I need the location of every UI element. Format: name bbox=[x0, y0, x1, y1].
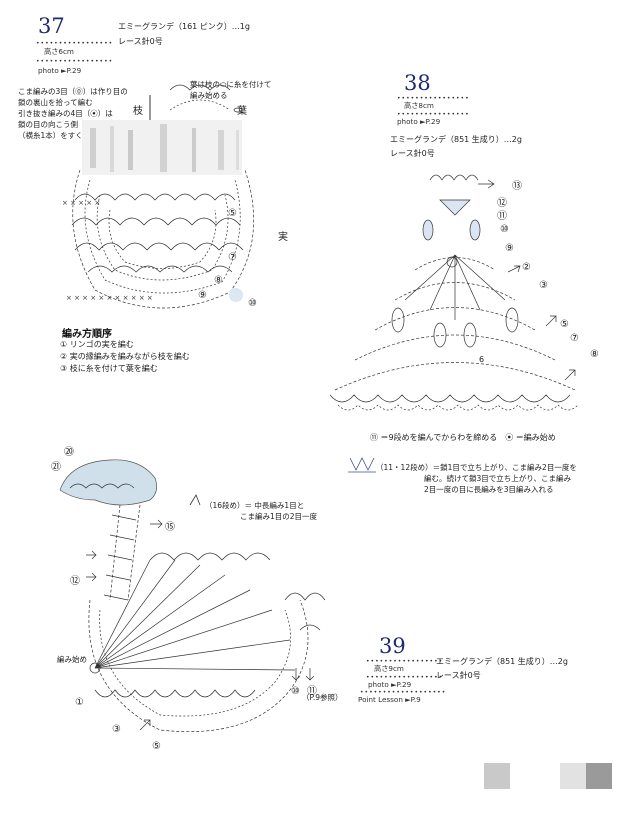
legend-line: こま編み1目の2目一度 bbox=[240, 512, 318, 521]
hook-spec: レース針0号 bbox=[390, 149, 435, 158]
legend-line: 2目一度の目に長編みを3目編み入れる bbox=[424, 485, 554, 494]
round-mark: ⑬ bbox=[512, 181, 522, 192]
round-mark: ⑪ bbox=[497, 211, 507, 222]
order-title: 編み方順序 bbox=[62, 329, 112, 340]
hook-spec: レース針0号 bbox=[118, 37, 163, 46]
round-mark: ⑧ bbox=[214, 275, 223, 286]
legend-line: （16段め）＝ 中長編み1目と bbox=[205, 501, 305, 510]
note-line: 鎖の裏山を拾って編む bbox=[18, 98, 93, 107]
corner-blocks bbox=[484, 763, 612, 789]
svg-text:× × × × × × × × × × ×: × × × × × × × × × × × bbox=[66, 294, 153, 302]
legend-line: （11・12段め）＝鎖1目で立ち上がり、こま編み2目一度を bbox=[376, 463, 577, 472]
leaf-label: 葉 bbox=[237, 106, 247, 117]
branch-label: 枝 bbox=[133, 106, 143, 117]
height-label: 高さ8cm bbox=[404, 101, 434, 110]
height-label: 高さ9cm bbox=[374, 664, 404, 673]
note-line: 引き抜き編みの4目（⦿）は bbox=[18, 109, 113, 118]
divider: ••••••••••••••••• bbox=[36, 58, 114, 65]
round-mark: ② bbox=[522, 262, 531, 273]
legend-ring: ⑪ ＝9段めを編んでからわを締める ⦿ ＝編み始め bbox=[370, 433, 556, 442]
photo-ref: photo ►P.29 bbox=[397, 117, 441, 126]
round-mark: ⑤ bbox=[228, 208, 237, 219]
yarn-spec: エミーグランデ（851 生成り）…2g bbox=[436, 657, 568, 666]
legend-symbols bbox=[189, 457, 376, 506]
svg-text:× × × × ×: × × × × × bbox=[62, 199, 100, 207]
round-mark: ③ bbox=[112, 724, 121, 735]
round-mark: ⑩ bbox=[248, 298, 257, 309]
legend-cluster: （11・12段め）＝鎖1目で立ち上がり、こま編み2目一度を 編む。続けて鎖3目で… bbox=[376, 462, 577, 495]
apple-diagram: × × × × × × × × × × × × × × × × bbox=[62, 84, 254, 309]
round-mark: ③ bbox=[539, 280, 548, 291]
note-line: 編み始める bbox=[190, 91, 228, 100]
note-line: こま編みの3目（⓪）は作り目の bbox=[18, 87, 128, 96]
yarn-spec: エミーグランデ（851 生成り）…2g bbox=[390, 135, 522, 144]
order-step: ③ 枝に糸を付けて葉を編む bbox=[60, 364, 158, 373]
round-mark: ⑫ bbox=[70, 576, 80, 587]
divider: ••••••••••••••••• bbox=[36, 40, 114, 47]
fruit-label: 実 bbox=[278, 232, 288, 243]
order-steps: ① リンゴの実を編む ② 実の縁編みを編みながら枝を編む ③ 枝に糸を付けて葉を… bbox=[60, 339, 190, 375]
round-mark: ⑦ bbox=[228, 252, 237, 263]
round-mark: ⑨ bbox=[505, 243, 514, 254]
swan-diagram bbox=[59, 459, 326, 733]
legend-16: （16段め）＝ 中長編み1目と こま編み1目の2目一度 bbox=[205, 500, 317, 522]
round-mark: ① bbox=[75, 697, 84, 708]
note-line: 葉は枝の⬭に糸を付けて bbox=[190, 80, 272, 89]
hook-spec: レース針0号 bbox=[436, 671, 481, 680]
pattern-number: 38 bbox=[404, 71, 431, 95]
round-mark: ⑤ bbox=[560, 319, 569, 330]
divider: ••••••••••••••••• bbox=[366, 658, 444, 665]
pattern-number: 37 bbox=[38, 14, 65, 38]
order-step: ① リンゴの実を編む bbox=[60, 340, 134, 349]
photo-ref: photo ►P.29 bbox=[368, 680, 412, 689]
height-label: 高さ6cm bbox=[44, 47, 74, 56]
round-mark: ⑫ bbox=[497, 198, 507, 209]
yarn-spec: エミーグランデ（161 ピンク）…1g bbox=[118, 22, 250, 31]
center-label: 6 bbox=[479, 355, 485, 364]
round-mark: ⑤ bbox=[152, 741, 161, 752]
pattern-number: 39 bbox=[379, 634, 406, 658]
round-mark: ⑮ bbox=[165, 522, 175, 533]
leaf-note: 葉は枝の⬭に糸を付けて 編み始める bbox=[190, 79, 271, 101]
stitch-note: こま編みの3目（⓪）は作り目の 鎖の裏山を拾って編む 引き抜き編みの4目（⦿）は… bbox=[18, 86, 128, 141]
legend-line: 編む。続けて鎖3目で立ち上がり、こま編み bbox=[424, 474, 571, 483]
photo-ref: photo ►P.29 bbox=[38, 66, 82, 75]
divider: ••••••••••••••••••• bbox=[360, 689, 447, 696]
point-lesson: Point Lesson ►P.9 bbox=[358, 695, 421, 704]
blur-overlay bbox=[82, 120, 242, 175]
round-mark: ⑳ bbox=[64, 447, 74, 458]
round-mark: ㉑ bbox=[51, 462, 61, 473]
round-mark: ⑪ bbox=[307, 686, 317, 697]
page-ref: （P.9参照） bbox=[302, 693, 343, 702]
round-mark: ⑦ bbox=[570, 333, 579, 344]
order-step: ② 実の縁編みを編みながら枝を編む bbox=[60, 352, 190, 361]
note-line: 鎖の目の向こう側 bbox=[18, 120, 78, 129]
round-mark: ⑧ bbox=[590, 349, 599, 360]
note-line: （横糸1本）をすくう bbox=[18, 131, 91, 140]
round-mark: ⑨ bbox=[198, 290, 207, 301]
start-label: 編み始め bbox=[57, 655, 87, 664]
round-mark: ⑩ bbox=[291, 686, 300, 697]
divider: •••••••••••••••• bbox=[397, 95, 470, 102]
round-mark: ⑩ bbox=[500, 224, 509, 235]
divider: ••••••••••••••••• bbox=[366, 674, 444, 681]
bell-diagram bbox=[329, 174, 579, 411]
divider: •••••••••••••••• bbox=[397, 111, 470, 118]
